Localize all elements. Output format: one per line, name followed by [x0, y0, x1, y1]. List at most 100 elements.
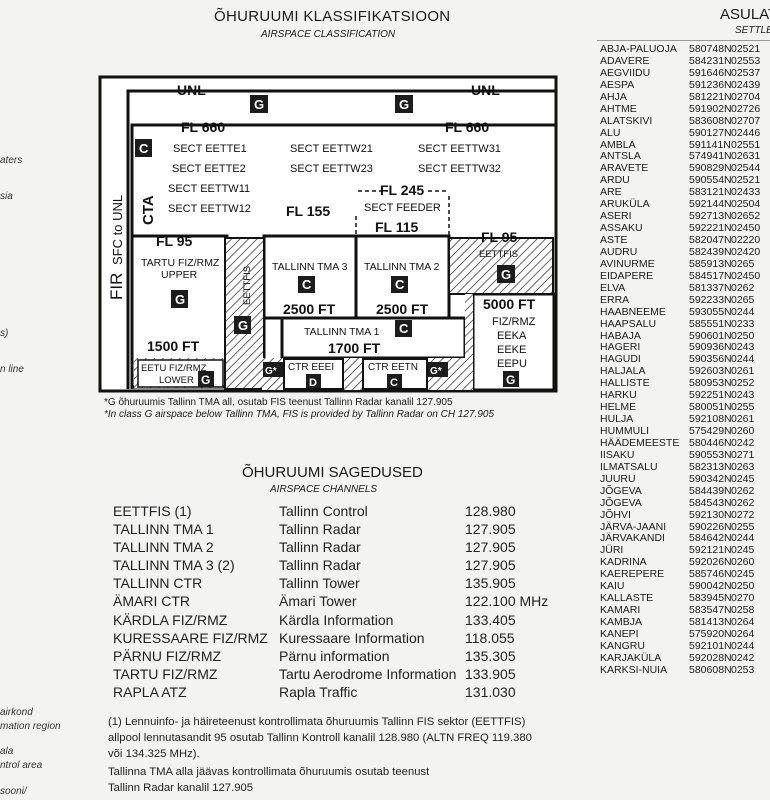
settlement-longitude: 02704 [731, 90, 761, 103]
settlement-latitude: 584543N [689, 496, 732, 509]
class-g-badge: G [238, 318, 248, 333]
settlement-longitude: 02420 [731, 245, 761, 258]
settlement-longitude: 0258 [731, 604, 755, 616]
settlement-latitude: 580446N [689, 436, 732, 449]
settlement-longitude: 02446 [731, 126, 761, 139]
class-g-star-badge: G* [265, 366, 277, 377]
channels-note-line: Tallinn Radar kanalil 127.905 [108, 782, 254, 794]
class-c-badge: C [399, 321, 409, 336]
settlement-longitude: 0253 [731, 663, 755, 676]
settlement-name: ALU [600, 126, 621, 139]
class-g-star-badge: G* [430, 366, 442, 377]
settlement-latitude: 590829N [689, 162, 732, 175]
settlement-longitude: 02652 [731, 210, 761, 223]
class-g-badge: G [501, 267, 511, 282]
settlement-name: ALATSKIVI [600, 114, 653, 127]
settlement-latitude: 592603N [689, 365, 732, 378]
tma1-altitude: 1700 FT [328, 340, 381, 356]
classification-subtitle: AIRSPACE CLASSIFICATION [261, 29, 396, 40]
settlement-name: ELVA [600, 281, 626, 294]
settlement-longitude: 0261 [731, 365, 755, 378]
tma1-name: TALLINN TMA 1 [304, 326, 380, 338]
settlement-name: KARJAKÜLA [600, 651, 662, 664]
channels-note-line: Tallinna TMA alla jäävas kontrollimata õ… [108, 766, 430, 778]
settlement-name: ARAVETE [600, 162, 649, 175]
settlement-longitude: 0272 [731, 508, 755, 521]
sect-eettw32-label: SECT EETTW32 [418, 163, 501, 175]
eetu-lower-name: EETU FIZ/RMZ [141, 363, 207, 374]
tma3-name: TALLINN TMA 3 [272, 261, 348, 273]
settlement-longitude: 0244 [731, 532, 755, 545]
class-g-badge: G [254, 97, 264, 112]
settlement-name: KALLASTE [600, 592, 654, 605]
tartu-upper-name: TARTU FIZ/RMZ [141, 257, 220, 269]
settlement-longitude: 0260 [731, 556, 755, 569]
settlement-latitude: 582047N [689, 234, 732, 246]
settlement-name: KAMARI [600, 604, 641, 616]
sect-eettw23-label: SECT EETTW23 [290, 163, 373, 175]
settlement-name: HAGERI [600, 341, 641, 354]
settlement-latitude: 590127N [689, 126, 732, 139]
ctr-eeei-name: CTR EEEI [288, 362, 334, 373]
settlement-latitude: 593055N [689, 305, 732, 318]
settlement-latitude: 590342N [689, 472, 732, 485]
class-g-badge: G [175, 292, 185, 307]
channel-service: Kärdla Information [279, 611, 394, 628]
class-c-badge: C [302, 277, 312, 292]
settlement-name: ASERI [600, 210, 632, 223]
settlement-name: ARE [600, 186, 622, 199]
settlement-name: AHJA [600, 90, 627, 103]
settlement-longitude: 0270 [731, 592, 755, 605]
class-c-badge: C [395, 277, 405, 292]
channel-unit: TALLINN TMA 2 [113, 539, 214, 556]
channel-frequency: 131.030 [465, 683, 516, 700]
channel-frequency: 122.100 MHz [465, 593, 549, 610]
settlement-name: ERRA [600, 293, 630, 306]
left-fragment: sooni/ [0, 786, 27, 797]
eettfis-right-label: EETTFIS [479, 249, 518, 260]
channel-service: Tartu Aerodrome Information [279, 665, 457, 682]
settlement-latitude: 584231N [689, 54, 732, 67]
settlements-top-rule [597, 40, 770, 41]
settlement-longitude: 0255 [731, 401, 755, 414]
settlement-latitude: 590356N [689, 353, 732, 366]
settlement-latitude: 583121N [689, 186, 732, 199]
left-fragment: n line [0, 364, 24, 375]
eetu-lower-suffix: LOWER [159, 375, 194, 386]
settlement-name: KADRINA [600, 556, 647, 569]
settlement-name: HAABNEEME [600, 305, 666, 318]
left-fragment: aters [0, 155, 23, 166]
settlement-name: HALJALA [600, 365, 646, 378]
settlement-latitude: 590936N [689, 341, 732, 354]
settlement-longitude: 0255 [731, 520, 755, 533]
settlement-name: JÜRI [600, 544, 624, 557]
settlement-longitude: 02726 [731, 102, 761, 115]
settlement-longitude: 0271 [731, 448, 755, 461]
sect-eettw31-label: SECT EETTW31 [418, 143, 501, 155]
settlement-latitude: 590042N [689, 580, 732, 593]
channel-service: Tallinn Radar [279, 521, 361, 538]
settlement-name: HAGUDI [600, 353, 641, 366]
settlement-latitude: 592233N [689, 293, 732, 306]
channels-note-line: (1) Lennuinfo- ja häireteenust kontrolli… [108, 716, 526, 728]
settlement-longitude: 0243 [731, 389, 755, 402]
settlement-latitude: 585551N [689, 317, 732, 330]
settlement-longitude: 02433 [731, 186, 761, 199]
